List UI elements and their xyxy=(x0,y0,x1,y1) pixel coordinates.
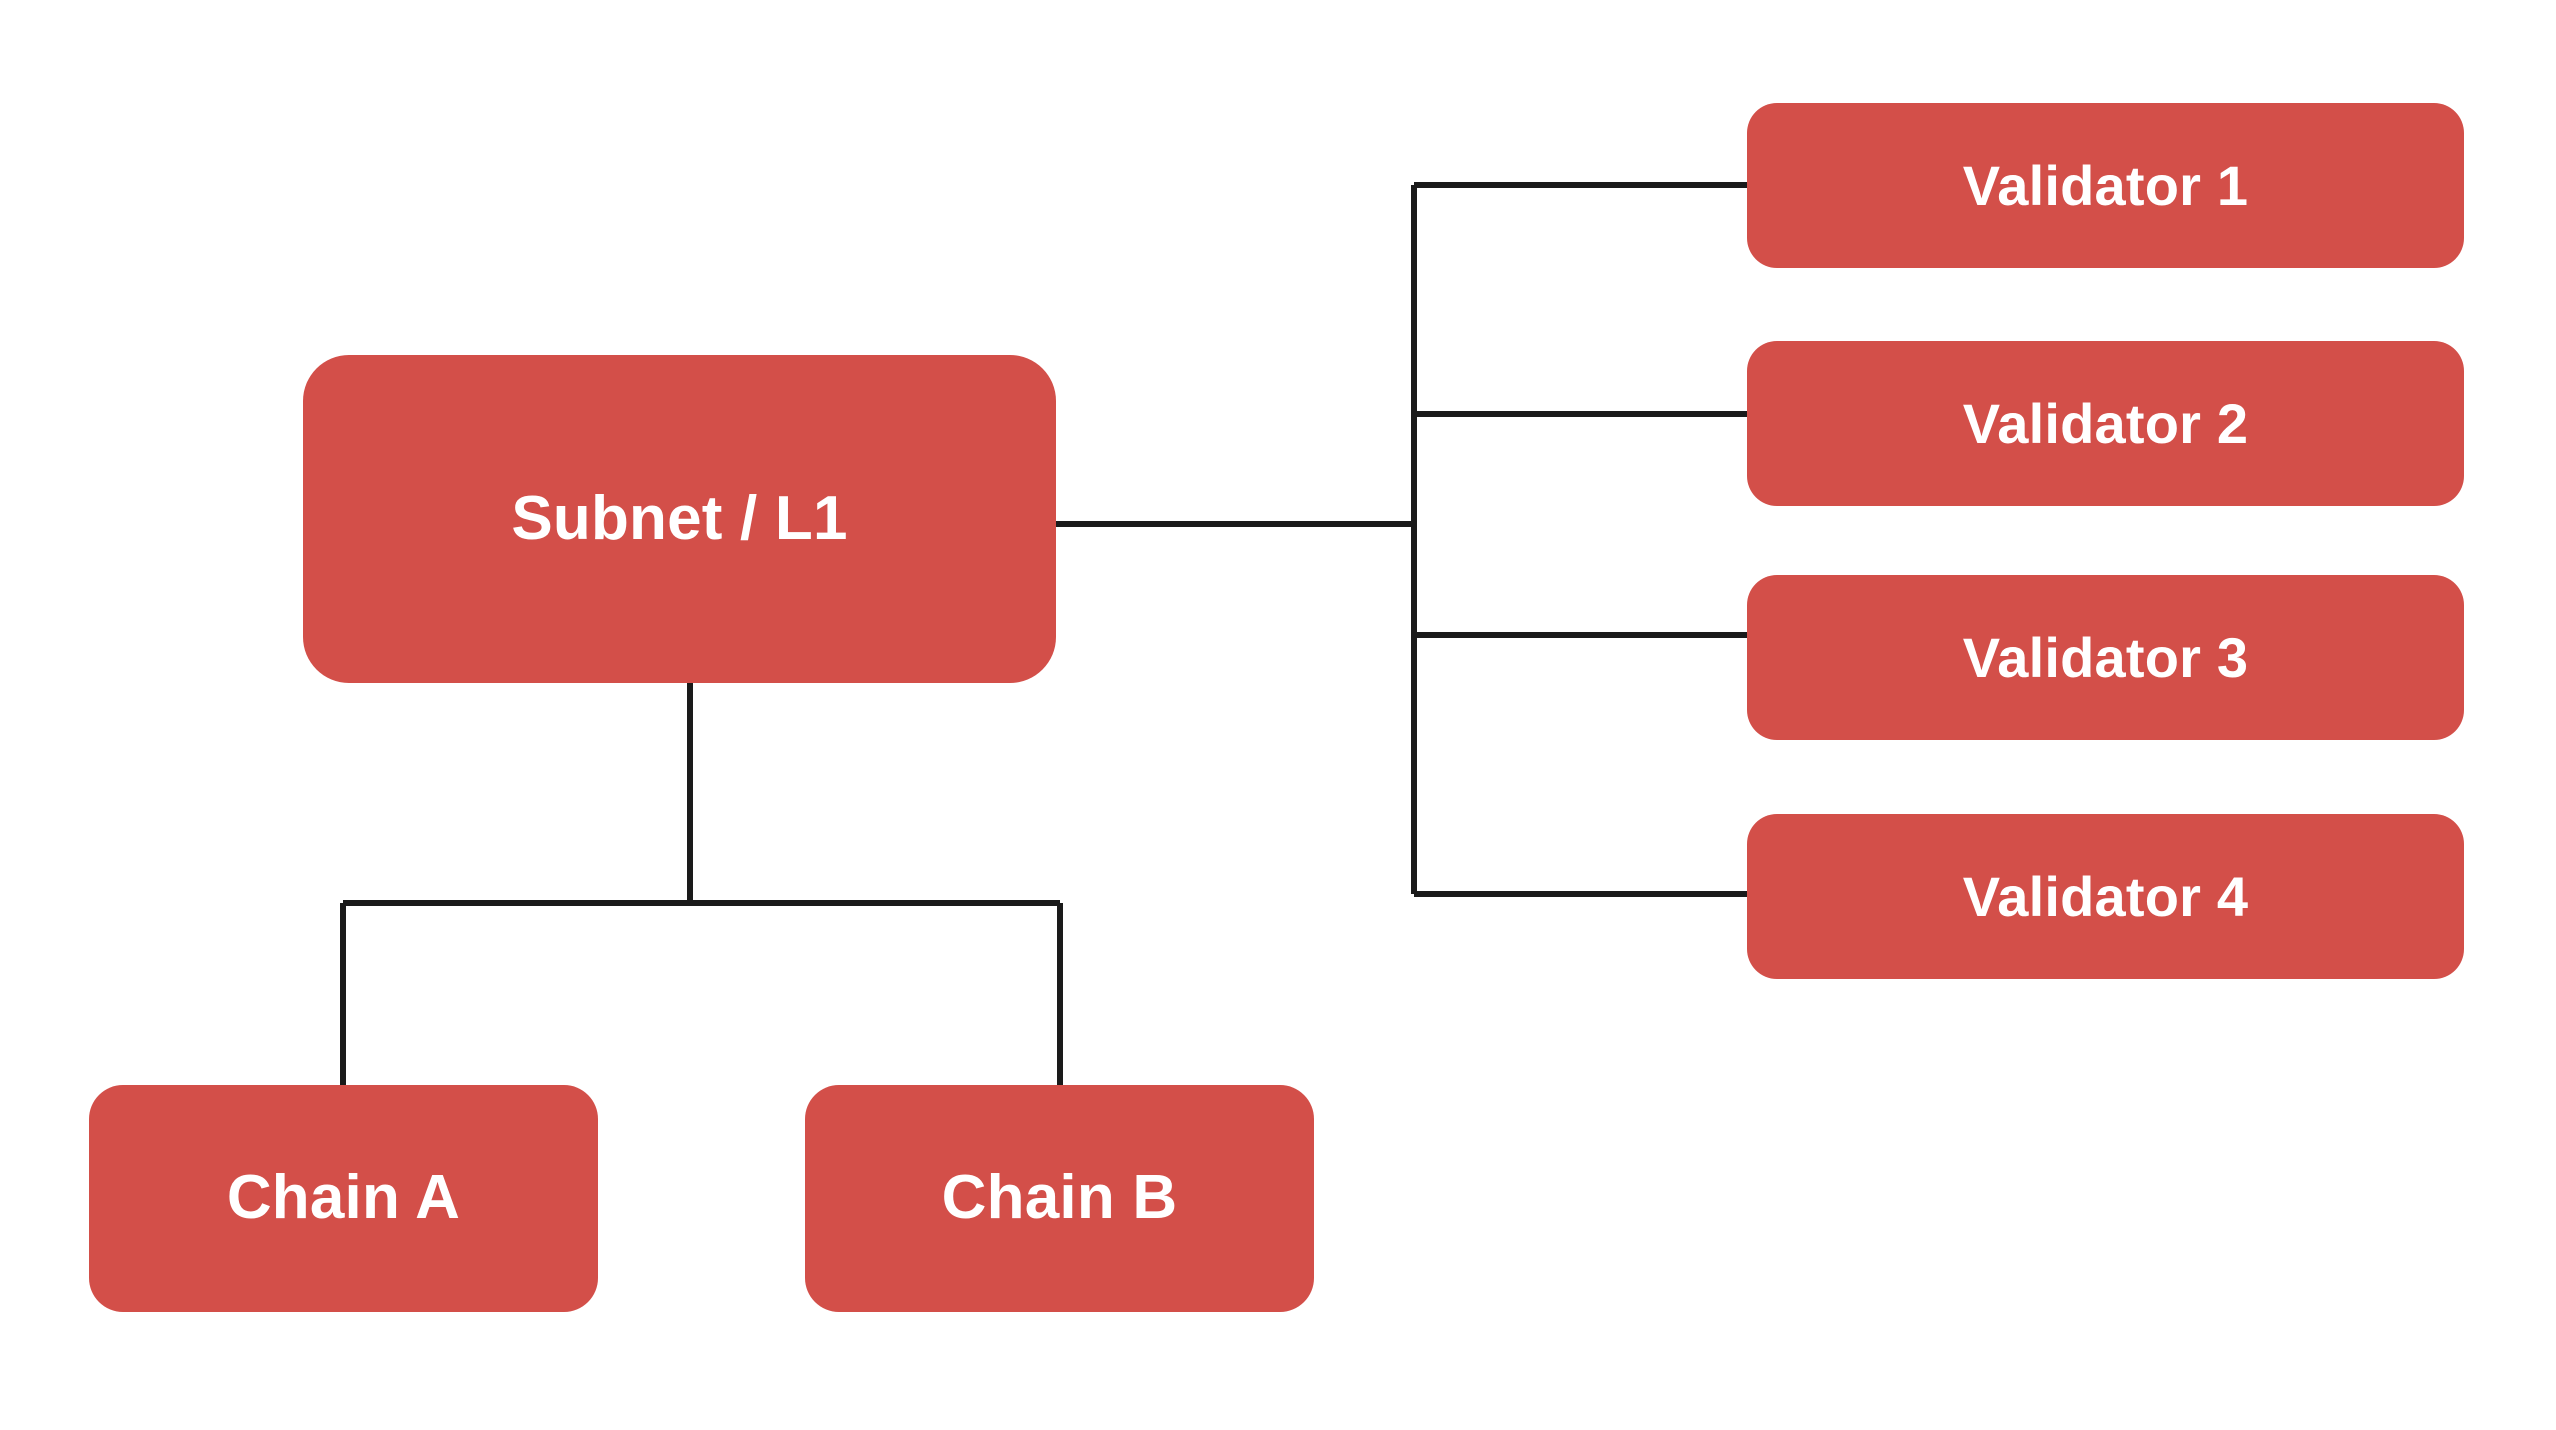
node-chain-a[interactable]: Chain A xyxy=(89,1085,598,1312)
node-validator-4[interactable]: Validator 4 xyxy=(1747,814,2464,979)
node-chain-a-label: Chain A xyxy=(226,1163,461,1233)
node-subnet-l1-label: Subnet / L1 xyxy=(511,483,848,553)
node-validator-3-label: Validator 3 xyxy=(1962,625,2249,689)
node-validator-4-label: Validator 4 xyxy=(1962,864,2249,928)
node-validator-2-label: Validator 2 xyxy=(1962,391,2249,455)
node-validator-2[interactable]: Validator 2 xyxy=(1747,341,2464,506)
node-validator-1-label: Validator 1 xyxy=(1962,153,2249,217)
node-chain-b-label: Chain B xyxy=(941,1163,1178,1233)
node-chain-b[interactable]: Chain B xyxy=(805,1085,1314,1312)
node-subnet-l1[interactable]: Subnet / L1 xyxy=(303,355,1056,683)
node-validator-1[interactable]: Validator 1 xyxy=(1747,103,2464,268)
node-validator-3[interactable]: Validator 3 xyxy=(1747,575,2464,740)
